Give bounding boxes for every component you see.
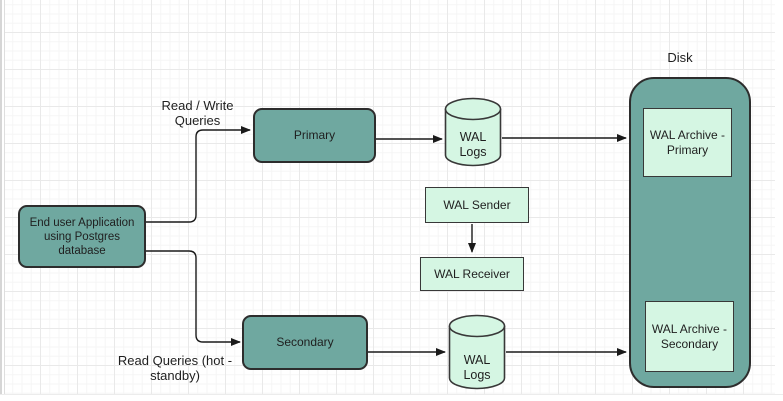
secondary-node[interactable]: Secondary [242,315,368,370]
wal-logs-secondary-label-line2: Logs [463,368,491,382]
read-queries-line2: standby) [150,368,200,383]
read-write-queries-label[interactable]: Read / Write Queries [140,98,255,128]
wal-sender-node[interactable]: WAL Sender [425,187,529,223]
wal-logs-secondary-cylinder[interactable]: WAL Logs [448,314,506,390]
wal-logs-primary-label-line2: Logs [459,145,487,159]
wal-archive-secondary-label-line2: Secondary [660,336,719,351]
cylinder-shape-icon [448,314,506,390]
edge-app-to-primary[interactable] [145,126,251,223]
end-user-app-label-line2: using Postgres database [43,230,121,257]
bottom-gutter [0,394,783,401]
wal-archive-primary-node[interactable]: WAL Archive - Primary [643,108,732,177]
end-user-app-label-line1: End user Application [29,216,135,229]
end-user-app-node[interactable]: End user Application using Postgres data… [18,205,146,268]
wal-archive-primary-label-line2: Primary [666,142,709,157]
wal-receiver-label: WAL Receiver [434,266,510,281]
wal-archive-primary-label-line1: WAL Archive - [649,127,726,142]
read-write-queries-line2: Queries [174,113,221,128]
cylinder-shape-icon [444,97,502,167]
disk-label[interactable]: Disk [667,50,693,65]
wal-logs-primary-cylinder[interactable]: WAL Logs [444,97,502,167]
secondary-label: Secondary [276,335,334,349]
wal-receiver-node[interactable]: WAL Receiver [420,257,524,291]
wal-archive-secondary-node[interactable]: WAL Archive - Secondary [645,301,734,372]
wal-sender-label: WAL Sender [443,197,511,212]
primary-label: Primary [293,128,336,142]
read-queries-line1: Read Queries (hot - [117,353,233,368]
wal-archive-secondary-label-line1: WAL Archive - [651,321,728,336]
wal-logs-secondary-label-line1: WAL [463,353,491,367]
primary-node[interactable]: Primary [253,108,376,163]
left-edge-divider [0,0,5,401]
read-write-queries-line1: Read / Write [161,98,234,113]
read-queries-hot-standby-label[interactable]: Read Queries (hot - standby) [105,353,245,383]
edge-app-to-secondary[interactable] [145,250,241,346]
wal-logs-primary-label-line1: WAL [459,130,487,144]
right-gutter [775,0,783,401]
